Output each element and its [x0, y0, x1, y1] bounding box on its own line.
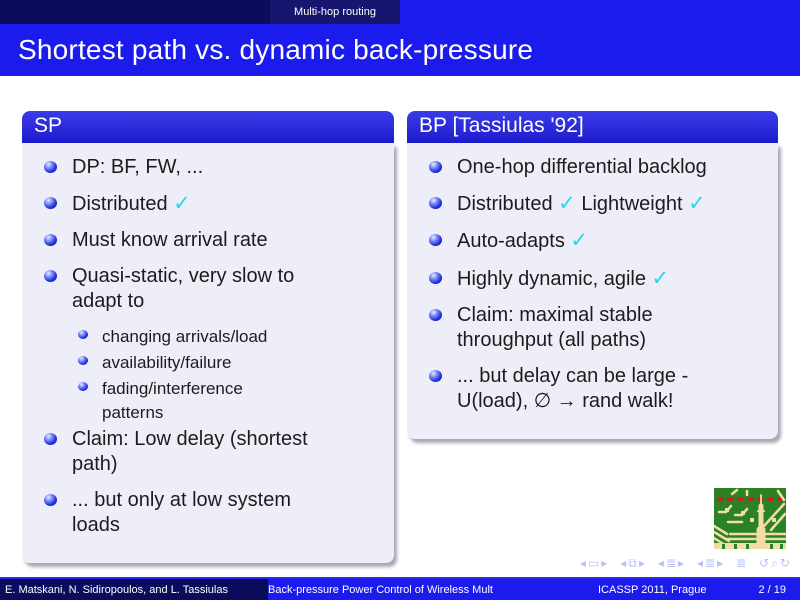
bullet-item: Highly dynamic, agile ✓ [421, 266, 770, 292]
bullet-item: DP: BF, FW, ... [36, 155, 386, 180]
bullet-text: Distributed ✓ [72, 192, 191, 215]
footer-right: ICASSP 2011, Prague 2 / 19 [534, 579, 800, 600]
bullet-item: availability/failure [76, 351, 386, 376]
bullet-ball-icon [429, 161, 442, 173]
bullet-item: ... but delay can be large - U(load), ∅ … [421, 364, 770, 414]
check-icon: ✓ [558, 192, 576, 215]
bullet-text: ... but delay can be large - U(load), ∅ … [457, 364, 689, 412]
footline: E. Matskani, N. Sidiropoulos, and L. Tas… [0, 577, 800, 600]
bullet-ball-icon [44, 270, 57, 283]
bullet-item: Quasi-static, very slow to adapt to [36, 264, 386, 314]
bullet-text: changing arrivals/load [102, 327, 268, 347]
block-bp: BP [Tassiulas '92] One-hop differential … [407, 111, 778, 439]
bullet-ball-icon [429, 308, 442, 321]
bullet-text: ... but only at low system loads [72, 488, 291, 536]
nav-symbol-group[interactable]: ↺⌕↻ [759, 555, 792, 570]
nav-symbol-group[interactable]: ◂≣▸ [657, 556, 686, 570]
bullet-ball-icon [429, 369, 442, 382]
bullet-item: ... but only at low system loads [36, 488, 386, 538]
conference-logo [714, 488, 786, 549]
bullet-item: fading/interference patterns [76, 377, 386, 426]
bullet-text: Quasi-static, very slow to adapt to [72, 265, 295, 313]
bullet-item: changing arrivals/load [76, 325, 386, 350]
bullet-text: Auto-adapts ✓ [457, 229, 589, 253]
frame-title: Shortest path vs. dynamic back-pressure [0, 24, 800, 76]
bullet-item: Claim: maximal stable throughput (all pa… [421, 303, 770, 353]
bullet-ball-icon [44, 234, 57, 247]
footer-authors: E. Matskani, N. Sidiropoulos, and L. Tas… [0, 579, 268, 600]
nav-symbol-group[interactable]: ◂▭▸ [579, 556, 610, 570]
check-icon: ✓ [651, 266, 670, 290]
subsection-label: Multi-hop routing [270, 0, 400, 24]
check-icon: ✓ [688, 192, 706, 215]
bullet-text: availability/failure [102, 352, 232, 372]
bullet-ball-icon [429, 234, 442, 247]
bullet-text: fading/interference patterns [102, 378, 243, 423]
nav-symbol-group[interactable]: ◂≣▸ [696, 556, 726, 570]
bullet-item: Claim: Low delay (shortest path) [36, 427, 386, 477]
bullet-text: One-hop differential backlog [457, 156, 707, 178]
bullet-text: Distributed ✓ Lightweight ✓ [457, 192, 706, 215]
nav-symbol-group[interactable]: ◂⧉▸ [620, 555, 647, 570]
bullet-text: Must know arrival rate [72, 229, 268, 252]
bullet-item: Distributed ✓ [36, 191, 386, 217]
check-icon: ✓ [173, 192, 191, 215]
bullet-ball-icon [78, 330, 88, 340]
block-sp-title: SP [22, 111, 394, 143]
check-icon: ✓ [570, 229, 589, 253]
bullet-item: Auto-adapts ✓ [421, 228, 770, 254]
nav-symbol-group[interactable]: ≣ [736, 556, 749, 570]
bullet-text: DP: BF, FW, ... [72, 156, 204, 178]
bullet-item: Distributed ✓ Lightweight ✓ [421, 191, 770, 217]
bullet-ball-icon [44, 432, 57, 445]
block-sp-body: DP: BF, FW, ... Distributed ✓ Must know ar… [22, 143, 394, 563]
bullet-ball-icon [78, 355, 88, 365]
block-sp: SP DP: BF, FW, ... Distributed ✓ Must know… [22, 111, 394, 563]
bullet-ball-icon [44, 161, 57, 173]
bullet-item: Must know arrival rate [36, 228, 386, 253]
navigation-symbols: ◂▭▸ ◂⧉▸ ◂≣▸ ◂≣▸ ≣ ↺⌕↻ [569, 555, 792, 571]
bullet-ball-icon [44, 197, 57, 209]
headline-bar: Multi-hop routing [0, 0, 800, 24]
block-bp-title: BP [Tassiulas '92] [407, 111, 778, 143]
bullet-ball-icon [78, 381, 88, 391]
bullet-text: Claim: maximal stable throughput (all pa… [457, 303, 653, 351]
bullet-text: Claim: Low delay (shortest path) [72, 427, 308, 475]
headline-section-area: Multi-hop routing [0, 0, 400, 24]
bullet-ball-icon [429, 197, 442, 209]
footer-page-number: 2 / 19 [758, 583, 786, 596]
footer-venue: ICASSP 2011, Prague [598, 583, 707, 596]
footer-short-title: Back-pressure Power Control of Wireless … [268, 579, 534, 600]
bullet-ball-icon [429, 271, 442, 284]
bullet-ball-icon [44, 493, 57, 506]
bullet-text: Highly dynamic, agile ✓ [457, 266, 670, 290]
block-sp-list: DP: BF, FW, ... Distributed ✓ Must know ar… [36, 155, 386, 538]
bullet-item: One-hop differential backlog [421, 155, 770, 180]
